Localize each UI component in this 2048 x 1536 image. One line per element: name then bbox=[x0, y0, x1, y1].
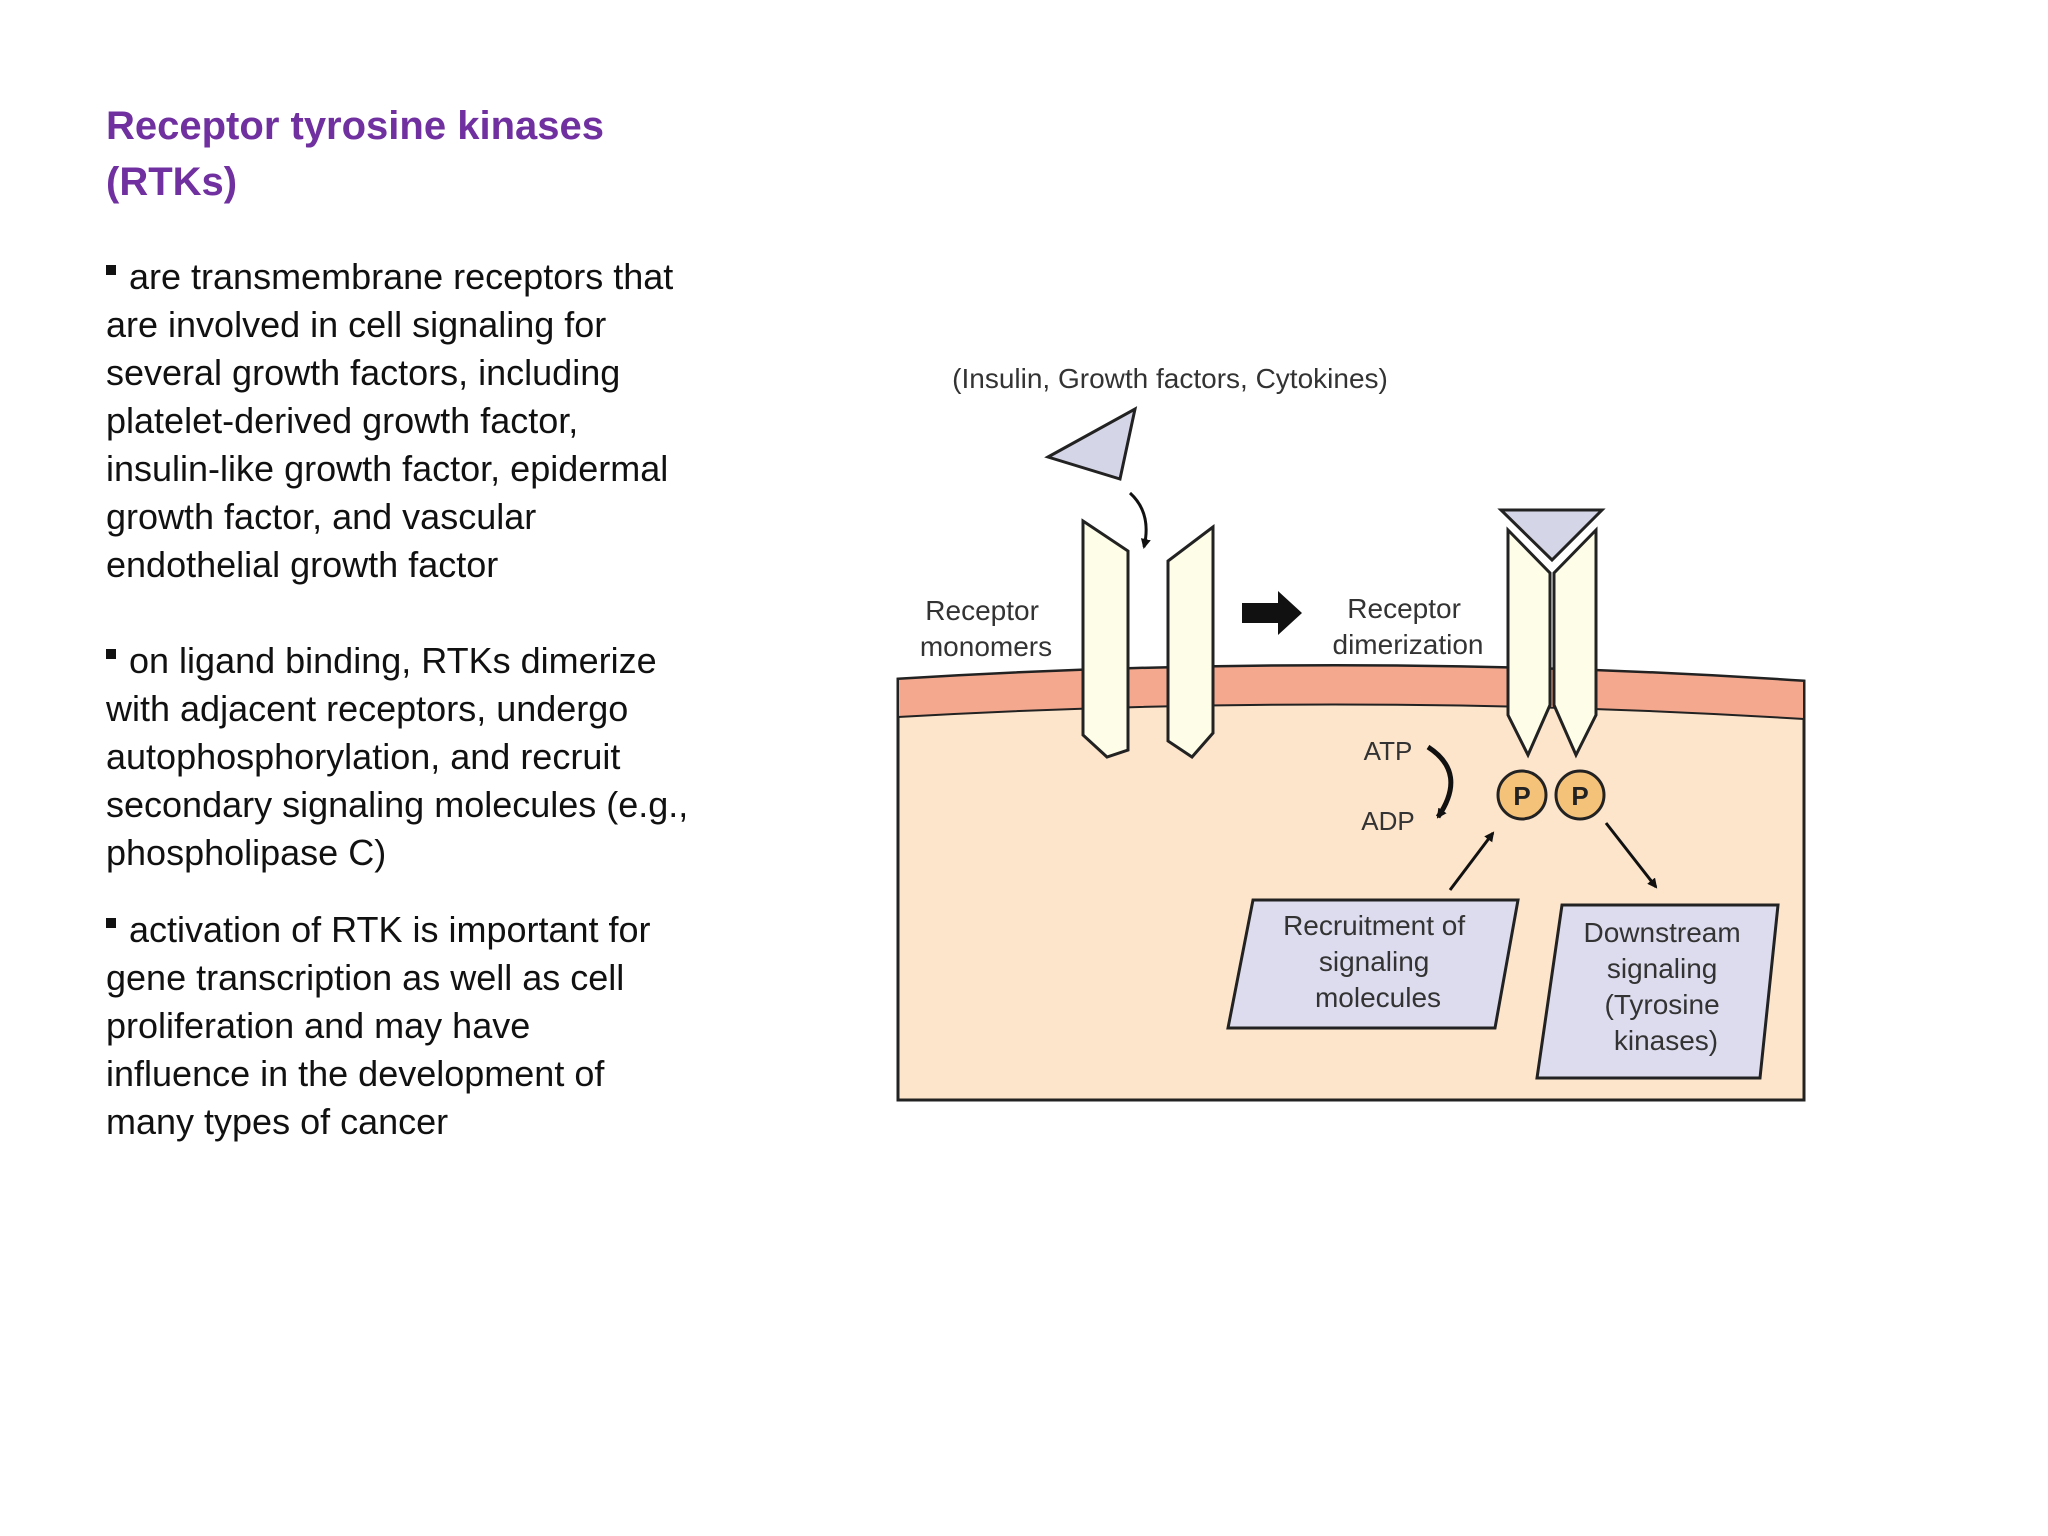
rtk-diagram-svg: (Insulin, Growth factors, Cytokines) Rec… bbox=[896, 363, 1806, 1102]
recruitment-box bbox=[1226, 898, 1520, 1030]
receptor-dimer-left bbox=[1506, 526, 1552, 759]
bullet-line: with adjacent receptors, undergo bbox=[106, 688, 629, 729]
atp-label: ATP bbox=[1364, 736, 1413, 766]
bullet-item: on ligand binding, RTKs dimerize with ad… bbox=[106, 637, 746, 877]
atp-adp-arrow bbox=[1426, 744, 1454, 819]
bullet-line: platelet-derived growth factor, bbox=[106, 400, 579, 441]
ligand-label: (Insulin, Growth factors, Cytokines) bbox=[952, 363, 1388, 394]
bullet-line: proliferation and may have bbox=[106, 1005, 531, 1046]
bullet-line: are involved in cell signaling for bbox=[106, 304, 607, 345]
bullet-line: several growth factors, including bbox=[106, 352, 621, 393]
dimerization-arrow bbox=[1242, 591, 1302, 635]
bullet-line: on ligand binding, RTKs dimerize bbox=[106, 637, 746, 685]
bullet-line: gene transcription as well as cell bbox=[106, 957, 625, 998]
bullet-item: activation of RTK is important for gene … bbox=[106, 906, 746, 1146]
square-bullet-icon bbox=[106, 918, 116, 929]
phosphate-right bbox=[1554, 769, 1606, 821]
receptor-monomer-left bbox=[1081, 518, 1130, 759]
bullet-line: are transmembrane receptors that bbox=[106, 253, 746, 301]
recruitment-label: Recruitment of signaling molecules bbox=[1283, 910, 1473, 1013]
receptor-monomer-right bbox=[1166, 523, 1215, 759]
monomers-label: Receptor monomers bbox=[920, 595, 1052, 662]
downstream-arrow bbox=[1604, 822, 1658, 889]
bullet-line: secondary signaling molecules (e.g., bbox=[106, 784, 689, 825]
bullet-list: are transmembrane receptors that are inv… bbox=[106, 253, 746, 1146]
dimerization-label: Receptor dimerization bbox=[1333, 593, 1484, 660]
bullet-line: insulin-like growth factor, epidermal bbox=[106, 448, 669, 489]
bullet-line: influence in the development of bbox=[106, 1053, 605, 1094]
square-bullet-icon bbox=[106, 649, 116, 660]
slide-title: Receptor tyrosine kinases (RTKs) bbox=[106, 98, 746, 210]
bullet-line: phospholipase C) bbox=[106, 832, 387, 873]
bullet-line: autophosphorylation, and recruit bbox=[106, 736, 621, 777]
receptor-dimer-right bbox=[1552, 526, 1598, 759]
title-line: Receptor tyrosine kinases bbox=[106, 104, 604, 148]
phosphate-left bbox=[1496, 769, 1548, 821]
phosphate-left-label: P bbox=[1513, 781, 1530, 811]
title-line: (RTKs) bbox=[106, 160, 238, 204]
phosphate-right-label: P bbox=[1571, 781, 1588, 811]
rtk-diagram: (Insulin, Growth factors, Cytokines) Rec… bbox=[890, 355, 1840, 1140]
bullet-line: endothelial growth factor bbox=[106, 544, 499, 585]
bullet-line: activation of RTK is important for bbox=[106, 906, 746, 954]
adp-label: ADP bbox=[1361, 806, 1414, 836]
downstream-box bbox=[1535, 903, 1780, 1080]
binding-arrow bbox=[1128, 491, 1151, 549]
bullet-line: many types of cancer bbox=[106, 1101, 449, 1142]
bullet-item: are transmembrane receptors that are inv… bbox=[106, 253, 746, 589]
square-bullet-icon bbox=[106, 265, 116, 276]
ligand-triangle bbox=[1044, 406, 1138, 481]
recruitment-arrow bbox=[1448, 831, 1495, 891]
bullet-line: growth factor, and vascular bbox=[106, 496, 537, 537]
downstream-label: Downstream signaling (Tyrosine kinases) bbox=[1584, 917, 1749, 1056]
bound-ligand-triangle bbox=[1497, 508, 1606, 563]
